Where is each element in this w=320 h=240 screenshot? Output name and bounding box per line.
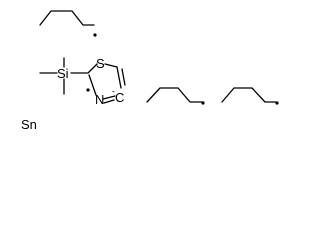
c2-s1-bond bbox=[87, 63, 98, 74]
radical-dot-middle bbox=[201, 101, 205, 105]
radical-dot-right bbox=[275, 101, 279, 105]
butyl-radical-top bbox=[39, 10, 97, 37]
c4-n3-double-bond bbox=[103, 99, 115, 104]
s1-c5-bond bbox=[104, 63, 118, 68]
radical-dot-c2 bbox=[86, 88, 90, 92]
butyl-radical-right bbox=[221, 87, 279, 105]
c5-c4-double-bond bbox=[121, 68, 126, 86]
atom-silicon: Si bbox=[57, 66, 69, 81]
thiazole-ring: S N C - bbox=[86, 56, 126, 107]
butyl-chain-middle bbox=[146, 87, 204, 103]
c4-n3-bond bbox=[102, 95, 116, 100]
c5-c4-bond bbox=[116, 66, 122, 89]
chemical-structure: Si S N C - Sn bbox=[21, 10, 279, 132]
atom-sulfur: S bbox=[96, 56, 105, 71]
radical-dot-top bbox=[93, 33, 97, 37]
carbon-negative-charge: - bbox=[112, 86, 115, 96]
butyl-radical-middle bbox=[146, 87, 205, 105]
n3-c2-bond bbox=[88, 74, 97, 96]
atom-nitrogen: N bbox=[95, 92, 104, 107]
trimethylsilyl-group: Si bbox=[39, 57, 88, 95]
butyl-chain-top bbox=[39, 10, 95, 26]
atom-carbon-anion: C bbox=[115, 90, 124, 105]
atom-tin: Sn bbox=[21, 117, 37, 132]
butyl-chain-right bbox=[221, 87, 277, 103]
